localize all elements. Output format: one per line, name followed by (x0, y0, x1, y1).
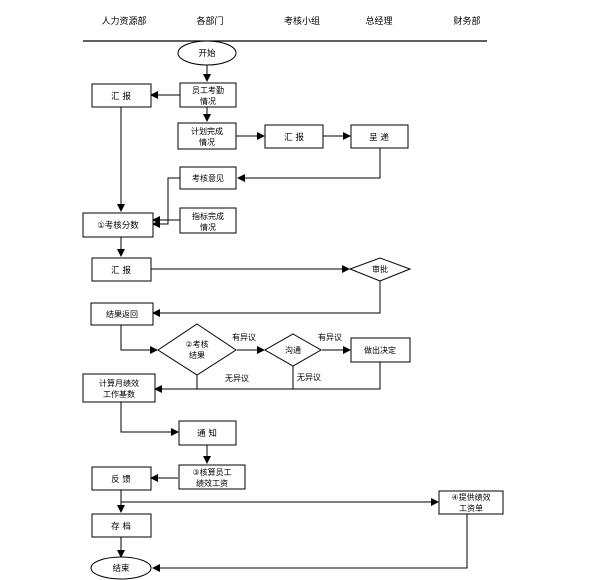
svg-text:反 馈: 反 馈 (111, 474, 131, 485)
node-report-3: 汇 报 (91, 257, 152, 282)
lane-assessment-team: 考核小组 (284, 15, 320, 27)
svg-text:结果返回: 结果返回 (106, 309, 138, 319)
edge-label-dissent-2: 有异议 (318, 332, 342, 342)
svg-text:结果: 结果 (189, 350, 205, 360)
arrow-return-result (120, 325, 158, 354)
svg-text:通 知: 通 知 (197, 428, 217, 439)
connectors (117, 65, 468, 572)
node-approve: 审批 (348, 257, 412, 282)
svg-text:呈 递: 呈 递 (369, 132, 389, 143)
svg-text:结束: 结束 (112, 563, 130, 574)
arrow-opinion-score (152, 177, 180, 228)
node-report-1: 汇 报 (91, 83, 152, 108)
svg-text:工资单: 工资单 (459, 503, 483, 513)
svg-text:③核算员工: ③核算员工 (192, 467, 231, 477)
node-communicate: 沟通 (263, 333, 323, 367)
svg-text:情况: 情况 (200, 222, 216, 232)
node-submit: 呈 递 (350, 124, 409, 149)
arrow-payslip-end (152, 514, 468, 572)
node-calc-wage: ③核算员工 绩效工资 (178, 464, 246, 490)
arrow-submit-opinion (237, 148, 381, 182)
svg-text:员工考勤: 员工考勤 (192, 85, 224, 95)
svg-text:沟通: 沟通 (285, 345, 301, 355)
arrow-approve-return (152, 281, 381, 317)
edge-label-no-dissent-2: 无异议 (297, 373, 321, 382)
edge-label-no-dissent-1: 无异议 (225, 374, 249, 383)
svg-text:存 档: 存 档 (111, 521, 131, 532)
node-start: 开始 (177, 40, 237, 66)
svg-text:汇 报: 汇 报 (111, 91, 131, 102)
svg-text:情况: 情况 (199, 137, 215, 147)
svg-text:计划完成: 计划完成 (191, 126, 223, 136)
node-return-result: 结果返回 (90, 302, 154, 326)
svg-text:②考核: ②考核 (185, 339, 208, 349)
lane-headers: 人力资源部 各部门 考核小组 总经理 财务部 (83, 15, 487, 42)
svg-text:做出决定: 做出决定 (364, 345, 396, 355)
node-plan-completion: 计划完成 情况 (177, 122, 237, 150)
lane-departments: 各部门 (196, 15, 223, 27)
svg-text:工作基数: 工作基数 (103, 389, 135, 399)
lane-hr: 人力资源部 (101, 15, 146, 27)
line-decide-calc (293, 362, 381, 390)
svg-text:考核意见: 考核意见 (192, 173, 224, 183)
node-assessment-result: ②考核 结果 (157, 323, 237, 376)
lane-finance: 财务部 (453, 15, 480, 27)
svg-text:汇 报: 汇 报 (284, 132, 304, 143)
arrow-result-calc (154, 375, 198, 393)
node-score: ①考核分数 (82, 212, 154, 238)
node-provide-payslip: ④提供绩效 工资单 (438, 490, 504, 515)
svg-text:汇 报: 汇 报 (111, 265, 131, 276)
node-attendance: 员工考勤 情况 (179, 82, 237, 108)
node-calc-base: 计算月绩效 工作基数 (82, 373, 156, 403)
svg-text:绩效工资: 绩效工资 (196, 478, 228, 488)
lane-general-manager: 总经理 (365, 15, 392, 27)
node-index-completion: 指标完成 情况 (179, 207, 237, 234)
edge-label-dissent-1: 有异议 (232, 332, 256, 342)
svg-text:计算月绩效: 计算月绩效 (99, 378, 139, 388)
svg-text:情况: 情况 (200, 96, 216, 106)
svg-text:审批: 审批 (372, 264, 388, 274)
svg-text:指标完成: 指标完成 (192, 211, 224, 221)
svg-text:④提供绩效: ④提供绩效 (451, 492, 490, 502)
node-feedback: 反 馈 (91, 466, 152, 491)
node-decide: 做出决定 (350, 337, 411, 363)
arrow-communicate-calc (155, 366, 294, 390)
node-opinion: 考核意见 (179, 166, 237, 190)
node-end: 结束 (90, 556, 152, 580)
node-archive: 存 档 (91, 513, 152, 538)
svg-text:①考核分数: ①考核分数 (97, 220, 139, 231)
arrow-calc-notify (120, 402, 179, 436)
node-report-2: 汇 报 (264, 124, 324, 149)
node-notify: 通 知 (178, 420, 237, 446)
svg-text:开始: 开始 (198, 48, 216, 59)
